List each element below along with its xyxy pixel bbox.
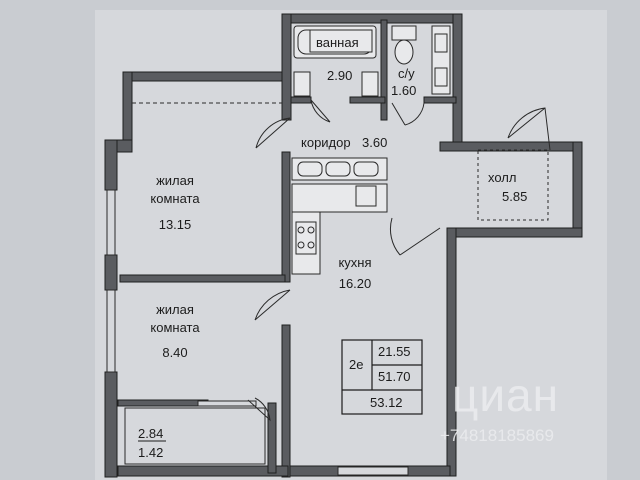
- door-living2: [254, 289, 291, 321]
- wall-left-lower: [104, 371, 118, 478]
- wall-bath-bottom-l: [290, 96, 312, 104]
- room-name-toilet: с/у: [398, 66, 415, 81]
- window-kitchen: [337, 466, 409, 476]
- kitchen-fixtures: [291, 183, 388, 275]
- area-summary-box: [341, 339, 423, 415]
- doors: [247, 99, 551, 422]
- wall-bath-right: [452, 13, 463, 145]
- wall-bath-top: [281, 13, 463, 24]
- wardrobe: [291, 157, 388, 181]
- toilet-fixtures: [391, 25, 451, 95]
- room-name-corridor: коридор: [301, 135, 351, 150]
- stove-burner: [307, 226, 315, 234]
- room-area-corridor: 3.60: [362, 135, 388, 150]
- toilet-cabinet-shelf2: [434, 67, 448, 87]
- balcony-outline: [124, 407, 266, 465]
- apartment-type: 2е: [349, 357, 364, 372]
- watermark-brand: циан: [452, 369, 560, 421]
- stove-burner: [297, 241, 305, 249]
- washbasin: [293, 71, 311, 97]
- dashed-zone-hall: [477, 149, 549, 221]
- wall-left-pier: [104, 254, 118, 291]
- door-entrance: [507, 107, 551, 151]
- living-area-total: 21.55: [378, 344, 411, 359]
- room-name-living1-line1: жилая: [156, 173, 194, 188]
- wall-wc-bottom: [423, 96, 457, 104]
- window-balcony-door: [197, 400, 257, 407]
- wall-balcony-bottom: [117, 465, 289, 477]
- toilet-cabinet-shelf1: [434, 33, 448, 53]
- kitchen-sink: [355, 185, 377, 207]
- wall-bath-left: [281, 13, 292, 121]
- room-name-kitchen: кухня: [338, 255, 372, 270]
- door-bathroom: [310, 99, 331, 123]
- balcony-area-full: 2.84: [138, 426, 164, 441]
- door-living1: [255, 117, 291, 149]
- stove-burner: [307, 241, 315, 249]
- wardrobe-section1: [297, 161, 323, 177]
- apartment-area-with-balcony: 53.12: [370, 395, 403, 410]
- wall-room-divider: [119, 274, 286, 283]
- toilet-bowl: [394, 39, 414, 65]
- door-kitchen-hall: [389, 217, 441, 256]
- wall-left-upper: [122, 71, 133, 151]
- room-area-kitchen: 16.20: [338, 276, 372, 291]
- wall-kitchen-left-lower: [281, 324, 291, 478]
- door-toilet: [391, 102, 425, 126]
- wall-balcony-right: [267, 402, 277, 474]
- wardrobe-section2: [325, 161, 351, 177]
- window-living1: [106, 189, 116, 256]
- wall-right-lower: [446, 227, 457, 477]
- windows: [106, 189, 409, 476]
- toilet-tank: [391, 25, 417, 41]
- door-balcony: [247, 397, 271, 422]
- window-living2: [106, 289, 116, 373]
- room-name-hall: холл: [488, 170, 517, 185]
- apartment-area-total: 51.70: [378, 369, 411, 384]
- wall-bedroom-bottom: [117, 399, 209, 407]
- wall-bath-divider: [380, 19, 388, 121]
- wardrobe-section3: [353, 161, 379, 177]
- room-area-toilet: 1.60: [391, 83, 417, 98]
- room-area-living1: 13.15: [158, 217, 192, 232]
- room-name-living2-line2: комната: [150, 320, 200, 335]
- wall-left-mid: [104, 139, 118, 191]
- room-area-bathroom: 2.90: [327, 68, 353, 83]
- room-name-living2-line1: жилая: [156, 302, 194, 317]
- plan-lines: [124, 102, 549, 465]
- wall-hall-right: [572, 141, 583, 238]
- walls: [104, 13, 583, 478]
- room-name-living1-line2: комната: [150, 191, 200, 206]
- balcony-area-reduced: 1.42: [138, 445, 164, 460]
- washing-machine: [361, 71, 379, 97]
- wall-kitchen-left-upper: [281, 151, 291, 283]
- wall-top-left: [122, 71, 284, 82]
- room-area-hall: 5.85: [502, 189, 528, 204]
- wall-hall-bottom: [446, 227, 583, 238]
- bathroom-label-box: [309, 29, 373, 53]
- kitchen-stove: [295, 221, 317, 255]
- watermark-phone: +74818185869: [440, 426, 554, 445]
- room-name-bathroom: ванная: [316, 35, 359, 50]
- room-area-living2: 8.40: [162, 345, 188, 360]
- stove-burner: [297, 226, 305, 234]
- wall-bath-bottom-r: [349, 96, 386, 104]
- summary-frame: [341, 339, 423, 415]
